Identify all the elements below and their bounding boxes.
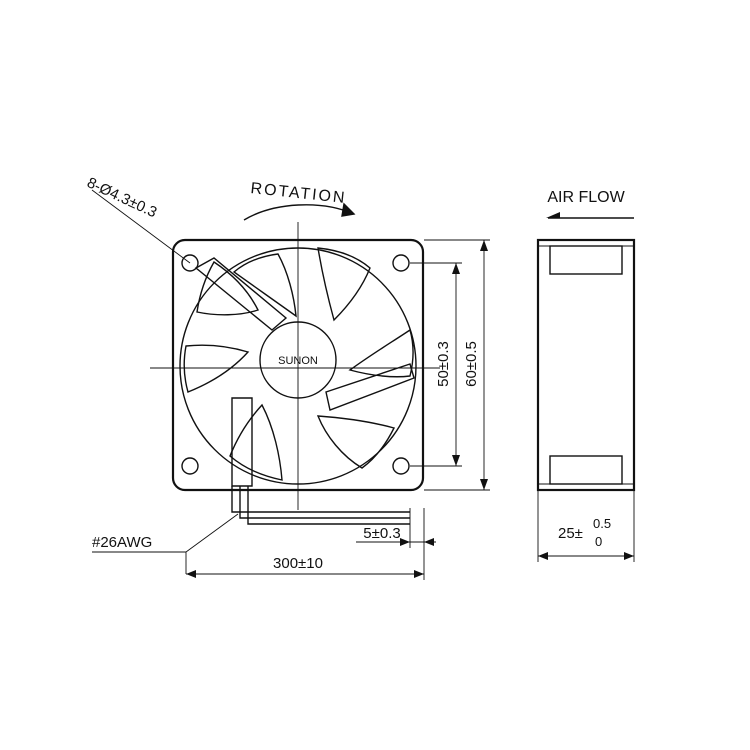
dimension-arrow — [186, 570, 196, 578]
thickness-minus-tolerance: 0 — [595, 534, 602, 549]
wire-gauge-label: #26AWG — [92, 534, 152, 551]
fan-blade — [348, 328, 414, 378]
dimension-arrow — [538, 552, 548, 560]
dimension-arrow — [424, 538, 434, 546]
front-view: SUNON — [150, 222, 440, 525]
strip-length-label: 5±0.3 — [363, 525, 400, 542]
lead-wire — [239, 486, 410, 519]
fan-blade — [232, 253, 297, 318]
dimension-strip-length: 5±0.3 — [356, 508, 436, 548]
side-frame-outline — [536, 238, 636, 492]
strut-wire-channel — [231, 397, 253, 487]
fan-blade — [317, 247, 371, 322]
fan-blades — [183, 247, 414, 481]
support-struts — [194, 257, 415, 487]
dimension-frame-size: 60±0.5 — [424, 239, 490, 491]
mounting-hole-bottom-left — [181, 457, 199, 475]
thickness-label: 25± — [558, 525, 583, 542]
side-view — [536, 238, 636, 492]
dimension-thickness: 25± 0.5 0 — [537, 490, 635, 562]
dimension-arrow — [624, 552, 634, 560]
frame-size-label: 60±0.5 — [463, 341, 480, 387]
fan-blade — [196, 261, 259, 316]
thickness-plus-tolerance: 0.5 — [593, 516, 611, 531]
dimension-arrow — [400, 538, 410, 546]
rotation-arrow — [243, 204, 355, 221]
hole-pitch-label: 50±0.3 — [435, 341, 452, 387]
mounting-hole-top-left — [181, 254, 199, 272]
mounting-hole-top-right — [392, 254, 410, 272]
mounting-holes — [181, 254, 410, 475]
air-flow-arrowhead — [546, 212, 560, 218]
dimension-arrow — [452, 455, 460, 466]
hole-spec-label: 8-Ø4.3±0.3 — [84, 174, 159, 221]
dimension-hole-pitch: 50±0.3 — [410, 262, 462, 467]
dimension-lead-length: 300±10 — [185, 548, 425, 580]
strut-top-left — [194, 257, 288, 331]
air-flow-indicator: AIR FLOW — [546, 189, 634, 219]
strut-right — [325, 363, 415, 411]
side-top-flange — [549, 245, 623, 275]
dimension-arrow — [480, 240, 488, 251]
dimension-arrow — [414, 570, 424, 578]
dimension-arrow — [480, 479, 488, 490]
fan-blade — [316, 415, 396, 469]
fan-blade — [229, 403, 283, 481]
hole-spec-leader — [91, 189, 191, 264]
air-flow-label: AIR FLOW — [547, 189, 625, 206]
side-bottom-flange — [549, 455, 623, 485]
wire-gauge-leader — [185, 513, 239, 553]
wire-gauge-callout: #26AWG — [92, 513, 239, 553]
lead-wire — [231, 486, 410, 513]
rotation-arrowhead — [341, 202, 356, 217]
mounting-hole-bottom-right — [392, 457, 410, 475]
rotation-indicator: ROTATION — [243, 180, 356, 221]
lead-wire — [247, 486, 410, 525]
lead-wires — [231, 486, 410, 525]
dimension-arrow — [452, 263, 460, 274]
lead-length-label: 300±10 — [273, 555, 323, 572]
rotation-label: ROTATION — [250, 180, 348, 207]
fan-blade — [183, 344, 250, 393]
